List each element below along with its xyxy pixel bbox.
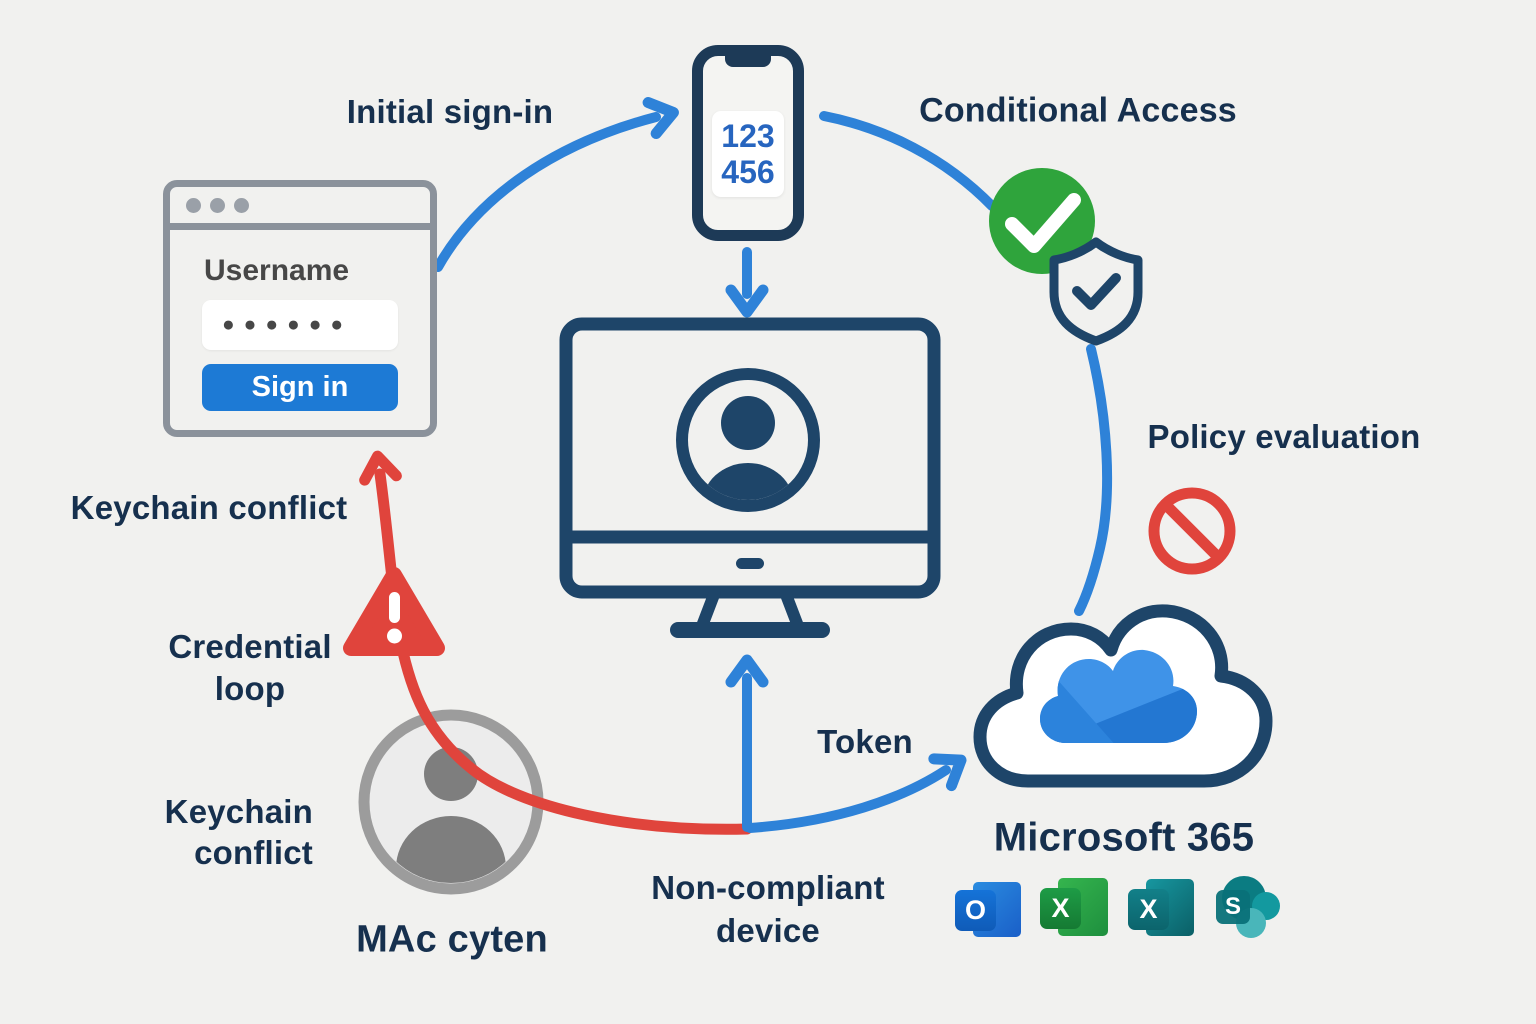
- password-field[interactable]: ●●●●●●: [202, 300, 398, 350]
- label-keychain-conflict-upper: Keychain conflict: [70, 489, 348, 526]
- label-policy-evaluation: Policy evaluation: [1147, 418, 1421, 455]
- label-microsoft-365: Microsoft 365: [993, 815, 1255, 860]
- phone-notch: [725, 54, 771, 67]
- token-arrow: [745, 753, 967, 833]
- label-mac-cyten: MAc cyten: [356, 918, 548, 961]
- warning-triangle-icon: [343, 567, 445, 656]
- window-titlebar: [170, 187, 430, 230]
- shield-check-icon: [1049, 237, 1143, 346]
- password-mask: ●●●●●●: [222, 313, 353, 336]
- phone-otp-icon: 123 456: [692, 45, 804, 241]
- phone-to-check-arc: [819, 111, 997, 211]
- signin-window: Username ●●●●●● Sign in: [163, 180, 437, 437]
- label-non-compliant-device: Non-compliant device: [651, 869, 885, 949]
- label-token: Token: [817, 723, 913, 760]
- shield-to-cloud-arc: [1074, 344, 1113, 616]
- microsoft-365-cloud-icon: [973, 604, 1273, 788]
- signin-button[interactable]: Sign in: [202, 364, 398, 411]
- otp-code-box: 123 456: [712, 111, 784, 197]
- sharepoint-icon: S: [1216, 876, 1286, 938]
- username-label: Username: [204, 254, 350, 287]
- window-dot-icon: [210, 197, 225, 213]
- excel-icon: X: [1040, 876, 1110, 938]
- outlook-icon: O: [955, 878, 1025, 940]
- window-dot-icon: [186, 197, 201, 213]
- excel-teal-icon: X: [1128, 877, 1198, 939]
- label-initial-signin: Initial sign-in: [346, 93, 554, 130]
- check-circle-icon: [989, 168, 1095, 274]
- label-credential-loop: Credential loop: [168, 628, 332, 707]
- label-conditional-access: Conditional Access: [919, 91, 1237, 130]
- monitor-user-icon: [559, 317, 941, 638]
- label-keychain-conflict-lower: Keychain conflict: [164, 793, 313, 871]
- window-dot-icon: [234, 197, 249, 213]
- prohibited-icon: [1148, 487, 1236, 575]
- otp-code-line2: 456: [721, 154, 775, 190]
- otp-code-line1: 123: [721, 118, 775, 154]
- initial-signin-arrow: [433, 97, 679, 272]
